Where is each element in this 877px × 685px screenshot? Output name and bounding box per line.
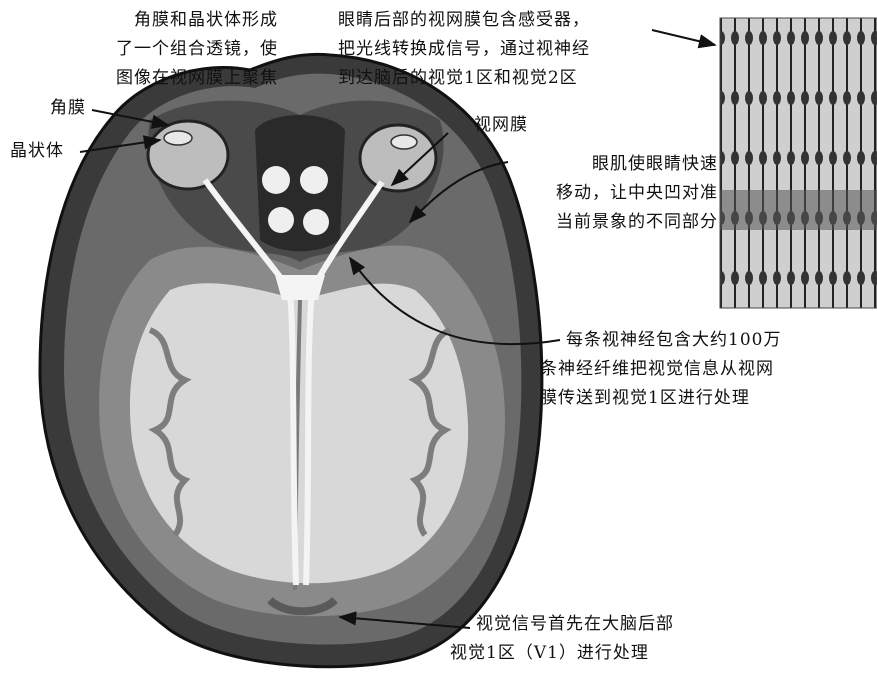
eye-muscles-line-2: 移动，让中央凹对准 xyxy=(510,179,718,208)
eye-muscles-line-3: 当前景象的不同部分 xyxy=(510,208,718,237)
retina-receptors-line-2: 把光线转换成信号，通过视神经 xyxy=(338,35,590,64)
retina-receptors-line-3: 到达脑后的视觉1区和视觉2区 xyxy=(338,64,590,93)
eye-muscles-label: 眼肌使眼睛快速 移动，让中央凹对准 当前景象的不同部分 xyxy=(510,150,718,237)
cornea-label: 角膜 xyxy=(50,94,86,123)
optic-nerve-line-1: 每条视神经包含大约100万 xyxy=(566,326,781,355)
retina-cell-image xyxy=(720,18,877,308)
optic-nerve-line-3: 膜传送到视觉1区进行处理 xyxy=(540,384,781,413)
retina-label: 视网膜 xyxy=(474,111,528,140)
retina-inset-band xyxy=(720,190,877,230)
arrow-retina-inset xyxy=(652,30,715,45)
optic-nerve-line-2: 条神经纤维把视觉信息从视网 xyxy=(540,355,781,384)
right-lens xyxy=(391,135,417,149)
eye-muscles-line-1: 眼肌使眼睛快速 xyxy=(510,150,718,179)
v1-label: 视觉信号首先在大脑后部 视觉1区（V1）进行处理 xyxy=(476,610,674,668)
lens-label: 晶状体 xyxy=(10,137,64,166)
v1-line-2: 视觉1区（V1）进行处理 xyxy=(450,639,674,668)
left-lens xyxy=(164,131,192,145)
retina-inset xyxy=(720,18,877,308)
optic-nerve-label: 每条视神经包含大约100万 条神经纤维把视觉信息从视网 膜传送到视觉1区进行处理 xyxy=(566,326,781,413)
retina-receptors-label: 眼睛后部的视网膜包含感受器， 把光线转换成信号，通过视神经 到达脑后的视觉1区和… xyxy=(338,6,590,93)
lens-combo-line-3: 图像在视网膜上聚焦 xyxy=(84,64,278,93)
lens-combo-line-1: 角膜和晶状体形成 xyxy=(84,6,278,35)
lens-combo-label: 角膜和晶状体形成 了一个组合透镜，使 图像在视网膜上聚焦 xyxy=(84,6,278,93)
left-eyeball xyxy=(148,121,228,189)
optic-chiasm xyxy=(275,275,325,300)
right-eyeball xyxy=(360,125,436,191)
lens-combo-line-2: 了一个组合透镜，使 xyxy=(84,35,278,64)
v1-line-1: 视觉信号首先在大脑后部 xyxy=(476,610,674,639)
retina-receptors-line-1: 眼睛后部的视网膜包含感受器， xyxy=(338,6,590,35)
